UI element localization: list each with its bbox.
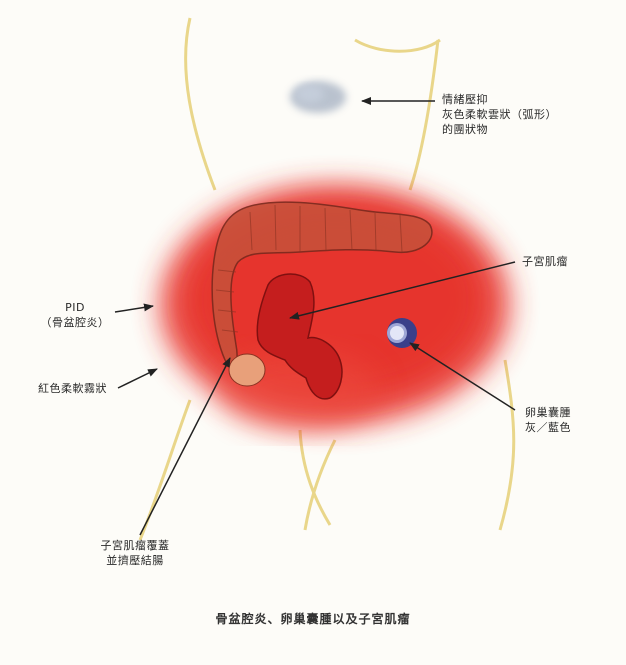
gray-emotion-cloud [290,81,346,113]
label-cyst-line2: 灰／藍色 [525,421,571,434]
figure-caption: 骨盆腔炎、卵巢囊腫以及子宮肌瘤 [215,612,411,626]
label-fibroid-line1: 子宮肌瘤 [522,255,568,268]
label-cyst: 卵巢囊腫 灰／藍色 [500,405,596,435]
label-compress-line2: 並擠壓結腸 [106,554,164,567]
label-fibroid: 子宮肌瘤 [522,254,568,269]
arrow-cyst [409,342,516,411]
label-pid: PID （骨盆腔炎） [30,300,120,330]
arrow-compress [139,357,231,536]
label-emotion-line3: 的團狀物 [442,123,488,136]
label-emotion-line2: 灰色柔軟雲狀（弧形） [442,108,557,121]
arrow-pid [114,303,154,313]
label-emotion-line1: 情緒壓抑 [442,93,488,106]
arrow-fibroid [289,261,516,320]
arrow-red-cloud [117,368,158,389]
uterine-fibroid [256,273,343,400]
annotation-arrows [114,97,516,536]
label-red-cloud: 紅色柔軟霧狀 [38,381,107,396]
label-pid-line2: （骨盆腔炎） [40,316,110,329]
label-compress: 子宮肌瘤覆蓋 並擠壓結腸 [70,538,200,568]
label-pid-line1: PID [65,301,85,314]
body-outline [138,17,516,541]
ovarian-cyst [387,318,417,348]
label-compress-line1: 子宮肌瘤覆蓋 [100,539,170,552]
colon [211,201,433,387]
label-emotion: 情緒壓抑 灰色柔軟雲狀（弧形） 的團狀物 [442,92,557,137]
label-red-cloud-line1: 紅色柔軟霧狀 [38,382,107,395]
label-cyst-line1: 卵巢囊腫 [525,406,571,419]
